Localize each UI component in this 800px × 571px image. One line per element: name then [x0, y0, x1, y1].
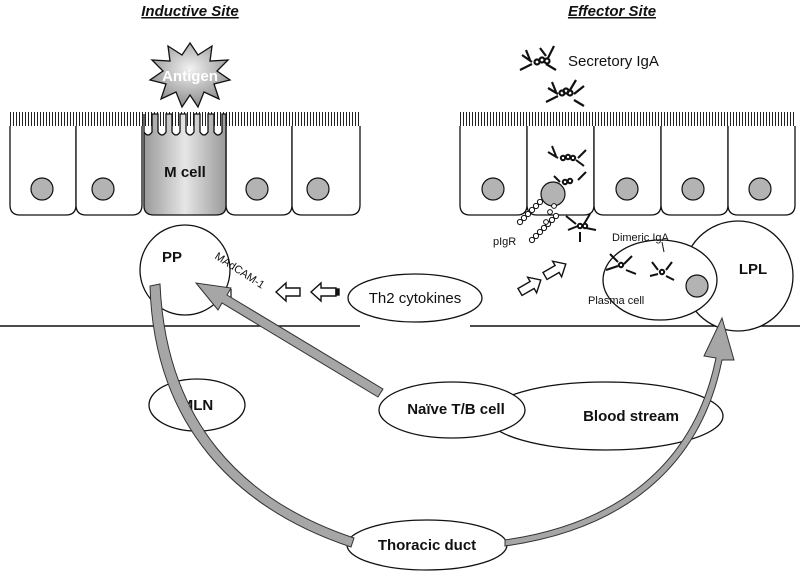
nucleus [481, 177, 505, 201]
inductive-site-header: Inductive Site [141, 3, 239, 20]
naive-cell-ellipse [378, 381, 526, 439]
thoracic-duct-label: Thoracic duct [378, 537, 476, 554]
epithelial-cell [459, 126, 528, 216]
iga-molecule-icon [565, 213, 597, 242]
effector-site-header: Effector Site [568, 3, 656, 20]
lpl-label: LPL [739, 261, 767, 278]
pp-label: PP [162, 249, 182, 266]
epithelial-cell [660, 126, 729, 216]
th2-cytokines-label: Th2 cytokines [369, 290, 462, 307]
epithelial-cell [291, 126, 361, 216]
iga-molecule-icon [553, 171, 587, 186]
arrow-tail-mark [335, 288, 340, 296]
iga-molecule-icon [545, 79, 585, 107]
th2-cytokines-ellipse [347, 273, 483, 323]
secretory-iga-label: Secretory IgA [568, 53, 659, 70]
nucleus [681, 177, 705, 201]
iga-molecule-icon [519, 45, 557, 71]
inductive-epithelium: M cell [9, 112, 361, 216]
th2-to-effector-arrows [517, 260, 567, 297]
hollow-arrow-icon [274, 281, 301, 303]
hollow-arrow-icon [542, 260, 567, 281]
dimeric-iga-label: Dimeric IgA [612, 232, 670, 244]
nucleus [91, 177, 115, 201]
pigr-label: pIgR [493, 236, 516, 248]
secretory-iga-icons [519, 45, 585, 107]
epithelial-cell [593, 126, 662, 216]
epithelial-cell [9, 126, 77, 216]
plasma-cell-nucleus [685, 274, 709, 298]
nucleus [245, 177, 269, 201]
migration-arrows [194, 282, 735, 547]
nucleus [30, 177, 54, 201]
plasma-cell-label: Plasma cell [588, 295, 644, 307]
th2-to-pp-arrows [274, 281, 340, 303]
naive-cell-label: Naïve T/B cell [407, 401, 505, 418]
m-cell-label: M cell [164, 164, 206, 181]
dimeric-iga-pointer [661, 241, 665, 253]
epithelial-cell [225, 126, 293, 216]
blood-stream-label: Blood stream [583, 408, 679, 425]
transcytosing-iga [547, 145, 597, 242]
brush-border-right [460, 112, 795, 126]
iga-molecule-icon [547, 145, 587, 167]
iga-molecule-icon [649, 261, 675, 281]
effector-epithelium [459, 112, 796, 216]
naive-to-pp-arrow [194, 282, 384, 398]
iga-molecule-icon [605, 253, 637, 275]
antigen-burst-icon: Antigen [148, 41, 232, 109]
epithelial-cell [75, 126, 143, 216]
plasma-cell [602, 239, 718, 321]
m-cell [143, 113, 227, 216]
nucleus [306, 177, 330, 201]
nucleus [540, 181, 566, 207]
nucleus [615, 177, 639, 201]
hollow-arrow-icon [517, 276, 542, 297]
nucleus [748, 177, 772, 201]
pigr-chains [516, 198, 560, 244]
dimeric-iga-icons [605, 253, 675, 281]
thoracic-to-lpl-arrow [504, 316, 735, 547]
antigen-label: Antigen [162, 68, 218, 85]
pp-to-thoracic-arrow [149, 283, 355, 548]
hollow-arrow-icon [309, 281, 337, 303]
epithelial-cell [727, 126, 796, 216]
